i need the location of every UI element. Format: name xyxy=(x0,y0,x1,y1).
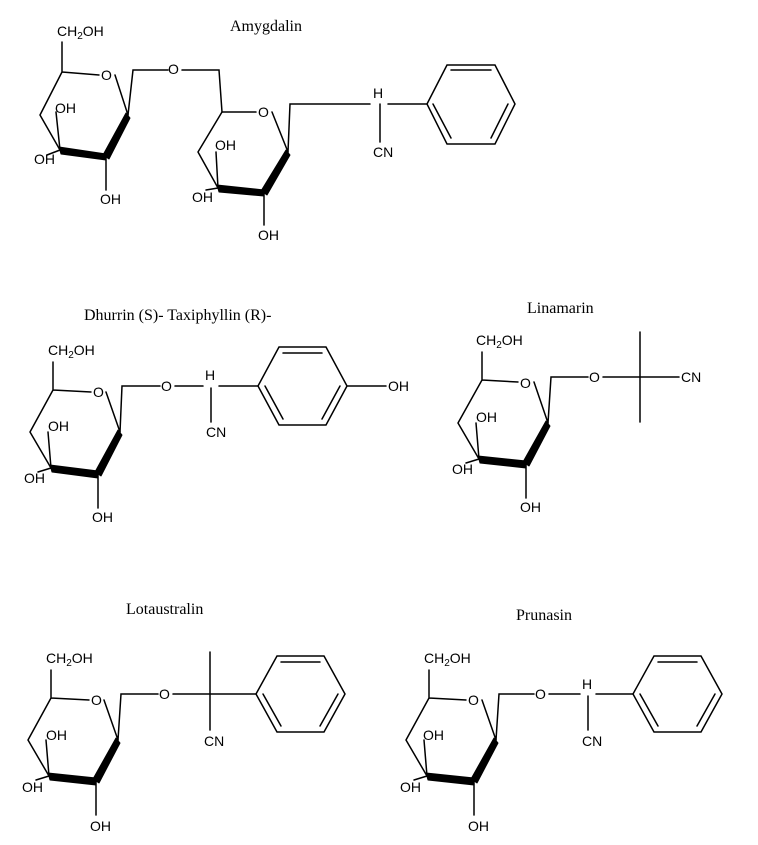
lotaustralin-wedge-b xyxy=(92,737,121,784)
dhurrin-link-bonds xyxy=(174,385,259,423)
dhurrin-oh-bottom: OH xyxy=(92,509,113,525)
prunasin-oh-bottom: OH xyxy=(468,818,489,834)
prunasin-substituents xyxy=(413,693,535,816)
linamarin-quaternary-bonds xyxy=(602,331,680,423)
lotaustralin-link-o: O xyxy=(159,686,170,702)
prunasin-ring-o: O xyxy=(468,692,479,708)
dhurrin-wedge-b xyxy=(94,429,123,477)
lotaustralin-title: Lotaustralin xyxy=(126,601,203,618)
amygdalin-phenyl-ring xyxy=(426,64,516,145)
prunasin-wedge-a xyxy=(425,772,475,786)
linamarin-wedge-a xyxy=(477,455,527,469)
amygdalin-ring1-oh-bottom: OH xyxy=(100,191,121,207)
amygdalin-ring1-wedge-b xyxy=(102,112,131,160)
lotaustralin-oh-left: OH xyxy=(22,779,43,795)
amygdalin-ring2-oh-top: OH xyxy=(215,137,236,153)
dhurrin-oh-top: OH xyxy=(48,418,69,434)
amygdalin-ring2-wedge-b xyxy=(260,149,291,196)
linamarin-substituents xyxy=(465,376,589,499)
dhurrin-phenol-ring xyxy=(257,346,387,426)
structure-linamarin: Linamarin CH2OH O OH OH OH O CN xyxy=(452,300,701,515)
amygdalin-link-bonds xyxy=(181,69,223,113)
linamarin-ring-bonds xyxy=(457,351,549,465)
lotaustralin-cn: CN xyxy=(204,733,224,749)
linamarin-oh-left: OH xyxy=(452,461,473,477)
amygdalin-ring2-oh-bottom: OH xyxy=(258,227,279,243)
dhurrin-title: Dhurrin (S)- Taxiphyllin (R)- xyxy=(84,307,271,324)
prunasin-ring-bonds xyxy=(405,669,497,782)
linamarin-oh-top: OH xyxy=(476,409,497,425)
linamarin-oh-bottom: OH xyxy=(520,499,541,515)
structure-lotaustralin: Lotaustralin CH2OH O OH OH OH O CN xyxy=(22,601,346,834)
amygdalin-cn-bond xyxy=(379,103,428,143)
amygdalin-ring1-substituents xyxy=(46,69,169,191)
dhurrin-phenol-oh: OH xyxy=(388,378,409,394)
amygdalin-ring1-oh-left: OH xyxy=(34,151,55,167)
linamarin-link-o: O xyxy=(589,369,600,385)
lotaustralin-oh-top: OH xyxy=(46,727,67,743)
dhurrin-cn: CN xyxy=(206,424,226,440)
amygdalin-ring2-wedge-a xyxy=(216,184,265,197)
prunasin-ch2oh-label: CH2OH xyxy=(424,650,471,669)
prunasin-title: Prunasin xyxy=(516,607,572,624)
structure-dhurrin: Dhurrin (S)- Taxiphyllin (R)- CH2OH O OH… xyxy=(24,307,409,525)
lotaustralin-wedge-a xyxy=(47,772,97,786)
amygdalin-ring1-o: O xyxy=(101,67,112,83)
lotaustralin-substituents xyxy=(35,693,159,816)
dhurrin-link-o: O xyxy=(161,378,172,394)
amygdalin-ring2-o: O xyxy=(258,104,269,120)
lotaustralin-oh-bottom: OH xyxy=(90,818,111,834)
amygdalin-ring1-oh-top: OH xyxy=(55,100,76,116)
prunasin-cn: CN xyxy=(582,733,602,749)
prunasin-oh-top: OH xyxy=(423,727,444,743)
amygdalin-ring2-oh-left: OH xyxy=(192,189,213,205)
prunasin-wedge-b xyxy=(470,737,499,784)
prunasin-oh-left: OH xyxy=(400,779,421,795)
dhurrin-oh-left: OH xyxy=(24,470,45,486)
lotaustralin-ch2oh-label: CH2OH xyxy=(46,650,93,669)
linamarin-cn: CN xyxy=(681,369,701,385)
lotaustralin-phenyl-ring xyxy=(255,655,346,733)
prunasin-link-bonds xyxy=(548,693,634,731)
linamarin-title: Linamarin xyxy=(527,300,594,317)
structure-amygdalin: Amygdalin CH2OH O OH OH OH O O OH OH OH … xyxy=(34,18,516,243)
lotaustralin-ring-bonds xyxy=(27,669,119,782)
dhurrin-ch2oh-label: CH2OH xyxy=(48,342,95,361)
prunasin-phenyl-ring xyxy=(632,655,723,733)
dhurrin-h: H xyxy=(205,367,215,383)
amygdalin-ring1-bonds xyxy=(39,41,129,158)
amygdalin-cn: CN xyxy=(373,144,393,160)
dhurrin-substituents xyxy=(37,385,161,509)
amygdalin-ring2-substituents xyxy=(205,103,371,226)
amygdalin-ch2oh-label: CH2OH xyxy=(57,23,104,42)
linamarin-ch2oh-label: CH2OH xyxy=(476,332,523,351)
structure-prunasin: Prunasin CH2OH O OH OH OH O H CN xyxy=(400,607,723,834)
dhurrin-ring-o: O xyxy=(93,384,104,400)
prunasin-h: H xyxy=(582,676,592,692)
amygdalin-ring2-bonds xyxy=(197,111,289,193)
lotaustralin-ring-o: O xyxy=(91,692,102,708)
amygdalin-h: H xyxy=(373,85,383,101)
dhurrin-ring-bonds xyxy=(29,361,121,475)
linamarin-wedge-b xyxy=(522,420,551,467)
amygdalin-ring1-wedge-a xyxy=(58,146,107,161)
dhurrin-wedge-a xyxy=(49,464,99,479)
linamarin-ring-o: O xyxy=(520,375,531,391)
prunasin-link-o: O xyxy=(535,686,546,702)
amygdalin-link-o: O xyxy=(168,61,179,77)
lotaustralin-quaternary-bonds xyxy=(172,651,257,731)
amygdalin-title: Amygdalin xyxy=(230,18,302,35)
